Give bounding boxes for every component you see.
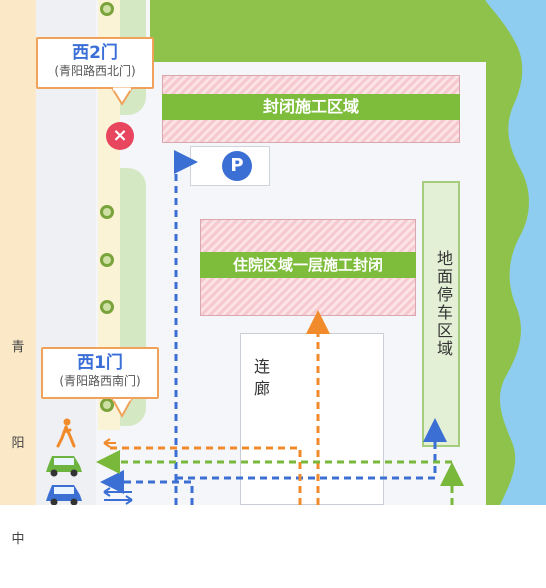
gate-west2-callout[interactable]: 西2门 (青阳路西北门) (36, 37, 154, 89)
blue-route-main (100, 470, 194, 505)
corridor-label: 连廊 (254, 357, 271, 398)
route-overlay (96, 150, 464, 505)
parking-icon: P (222, 151, 252, 181)
blue-car-icon (46, 485, 82, 505)
road-char-3: 中 (11, 532, 25, 547)
gate-west1-callout[interactable]: 西1门 (青阳路西南门) (41, 347, 159, 399)
corridor-building (240, 333, 384, 505)
road-char-1: 青 (11, 340, 25, 355)
ground-parking-label: 地面停车区域 (434, 250, 453, 358)
tree-icon (100, 398, 114, 412)
orange-route-corridor (108, 446, 302, 505)
orange-arrow-left (103, 438, 116, 448)
blue-route-west (174, 150, 198, 505)
tree-icon (100, 2, 114, 16)
blue-arrow-pair (103, 487, 133, 505)
river (485, 0, 546, 505)
closed-gate-icon: × (106, 122, 134, 150)
blue-route-parking (176, 418, 447, 480)
ground-parking-strip (422, 181, 460, 447)
trees (100, 2, 114, 412)
tree-icon (100, 205, 114, 219)
tree-icon (100, 300, 114, 314)
construction-zone-top-label: 封闭施工区域 (162, 94, 460, 120)
gate-west1-title: 西1门 (77, 353, 123, 373)
road-char-2: 阳 (11, 436, 25, 451)
gate-west2-title: 西2门 (72, 43, 118, 63)
road-strip (0, 0, 36, 505)
inpatient-zone-label: 住院区域一层施工封闭 (200, 252, 416, 278)
gate-west1-subtitle: (青阳路西南门) (59, 374, 141, 388)
gate-west2-subtitle: (青阳路西北门) (54, 64, 136, 78)
legend-icons (46, 418, 82, 505)
callout-pointers (111, 87, 133, 419)
pedestrian-icon (56, 418, 76, 448)
tree-icon (100, 253, 114, 267)
green-car-icon (46, 456, 82, 477)
